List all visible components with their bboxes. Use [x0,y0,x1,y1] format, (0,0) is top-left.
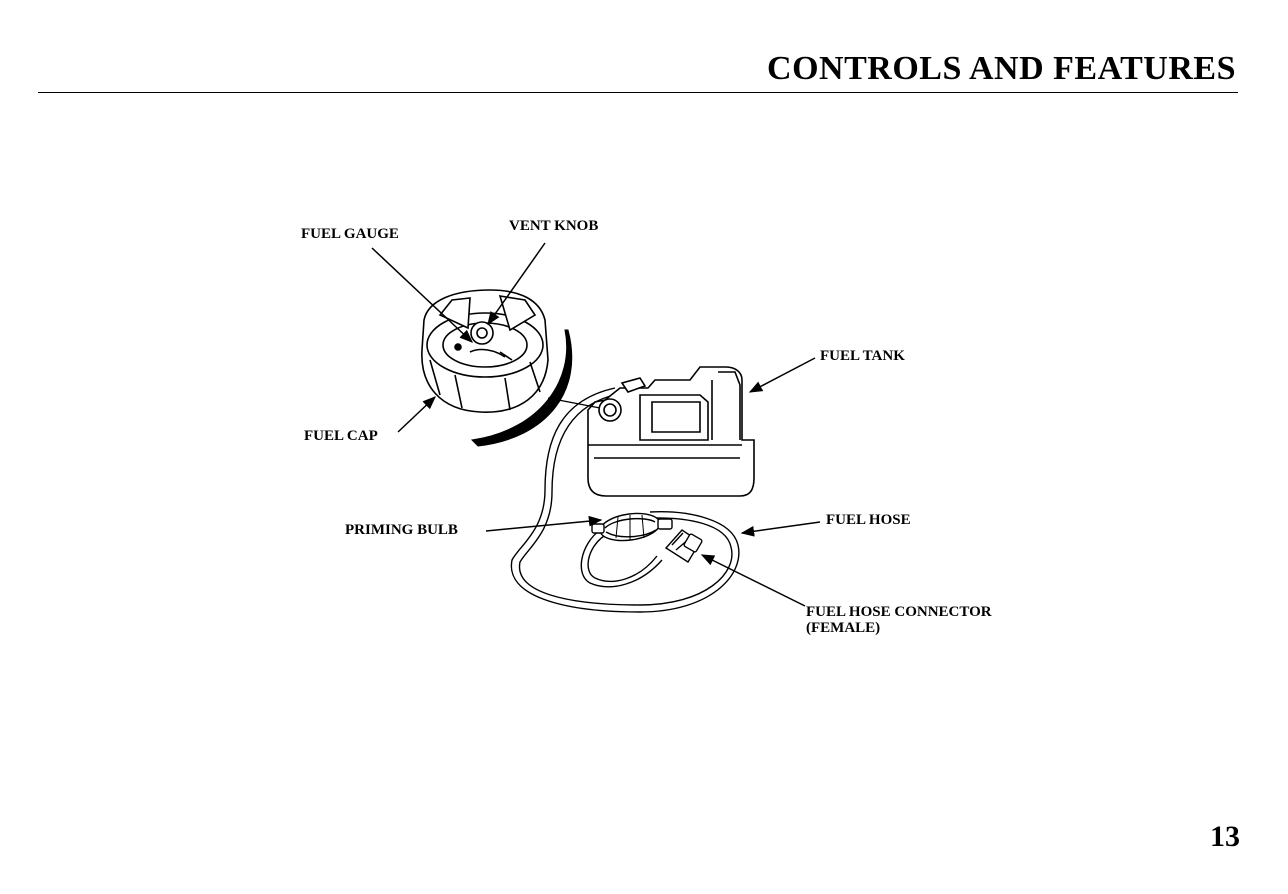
label-fuel-gauge: FUEL GAUGE [301,226,399,242]
label-fuel-cap: FUEL CAP [304,428,378,444]
label-fuel-hose: FUEL HOSE [826,512,911,528]
label-fuel-hose-connector: FUEL HOSE CONNECTOR [806,604,992,620]
label-fuel-hose-connector-female: (FEMALE) [806,620,880,636]
page-number: 13 [1210,820,1240,854]
fuel-cap-drawing [422,290,548,412]
hose-connector-drawing [666,530,703,562]
priming-bulb-drawing [592,510,672,544]
label-fuel-tank: FUEL TANK [820,348,905,364]
fuel-tank-drawing [588,367,754,496]
label-priming-bulb: PRIMING BULB [345,522,458,538]
label-vent-knob: VENT KNOB [509,218,598,234]
